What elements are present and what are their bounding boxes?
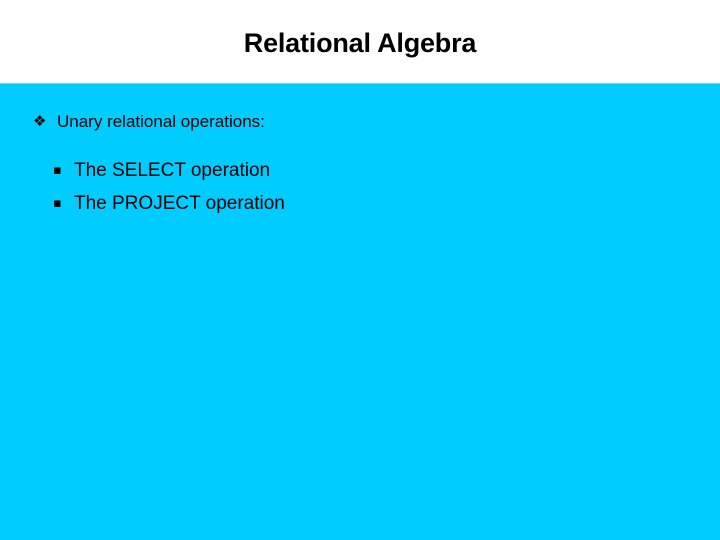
small-square-bullet-icon: ▪: [53, 196, 62, 211]
bullet-item-project-operation-label: The PROJECT operation: [74, 193, 285, 214]
diamond-florette-bullet-icon: ❖: [33, 112, 47, 130]
small-square-bullet-icon: ▪: [53, 163, 62, 178]
title-band: Relational Algebra: [0, 0, 720, 83]
bullet-item-project-operation: ▪ The PROJECT operation: [0, 187, 720, 220]
bullet-item-level1: ❖ Unary relational operations:: [0, 106, 720, 137]
content-band: ❖ Unary relational operations: ▪ The SEL…: [0, 83, 720, 540]
bullet-item-select-operation-label: The SELECT operation: [74, 160, 271, 181]
bullet-list: ❖ Unary relational operations: ▪ The SEL…: [0, 83, 720, 220]
slide-title: Relational Algebra: [243, 28, 477, 58]
sub-bullet-list: ▪ The SELECT operation ▪ The PROJECT ope…: [0, 154, 720, 220]
bullet-item-level1-label: Unary relational operations:: [57, 112, 265, 131]
bullet-item-select-operation: ▪ The SELECT operation: [0, 154, 720, 187]
